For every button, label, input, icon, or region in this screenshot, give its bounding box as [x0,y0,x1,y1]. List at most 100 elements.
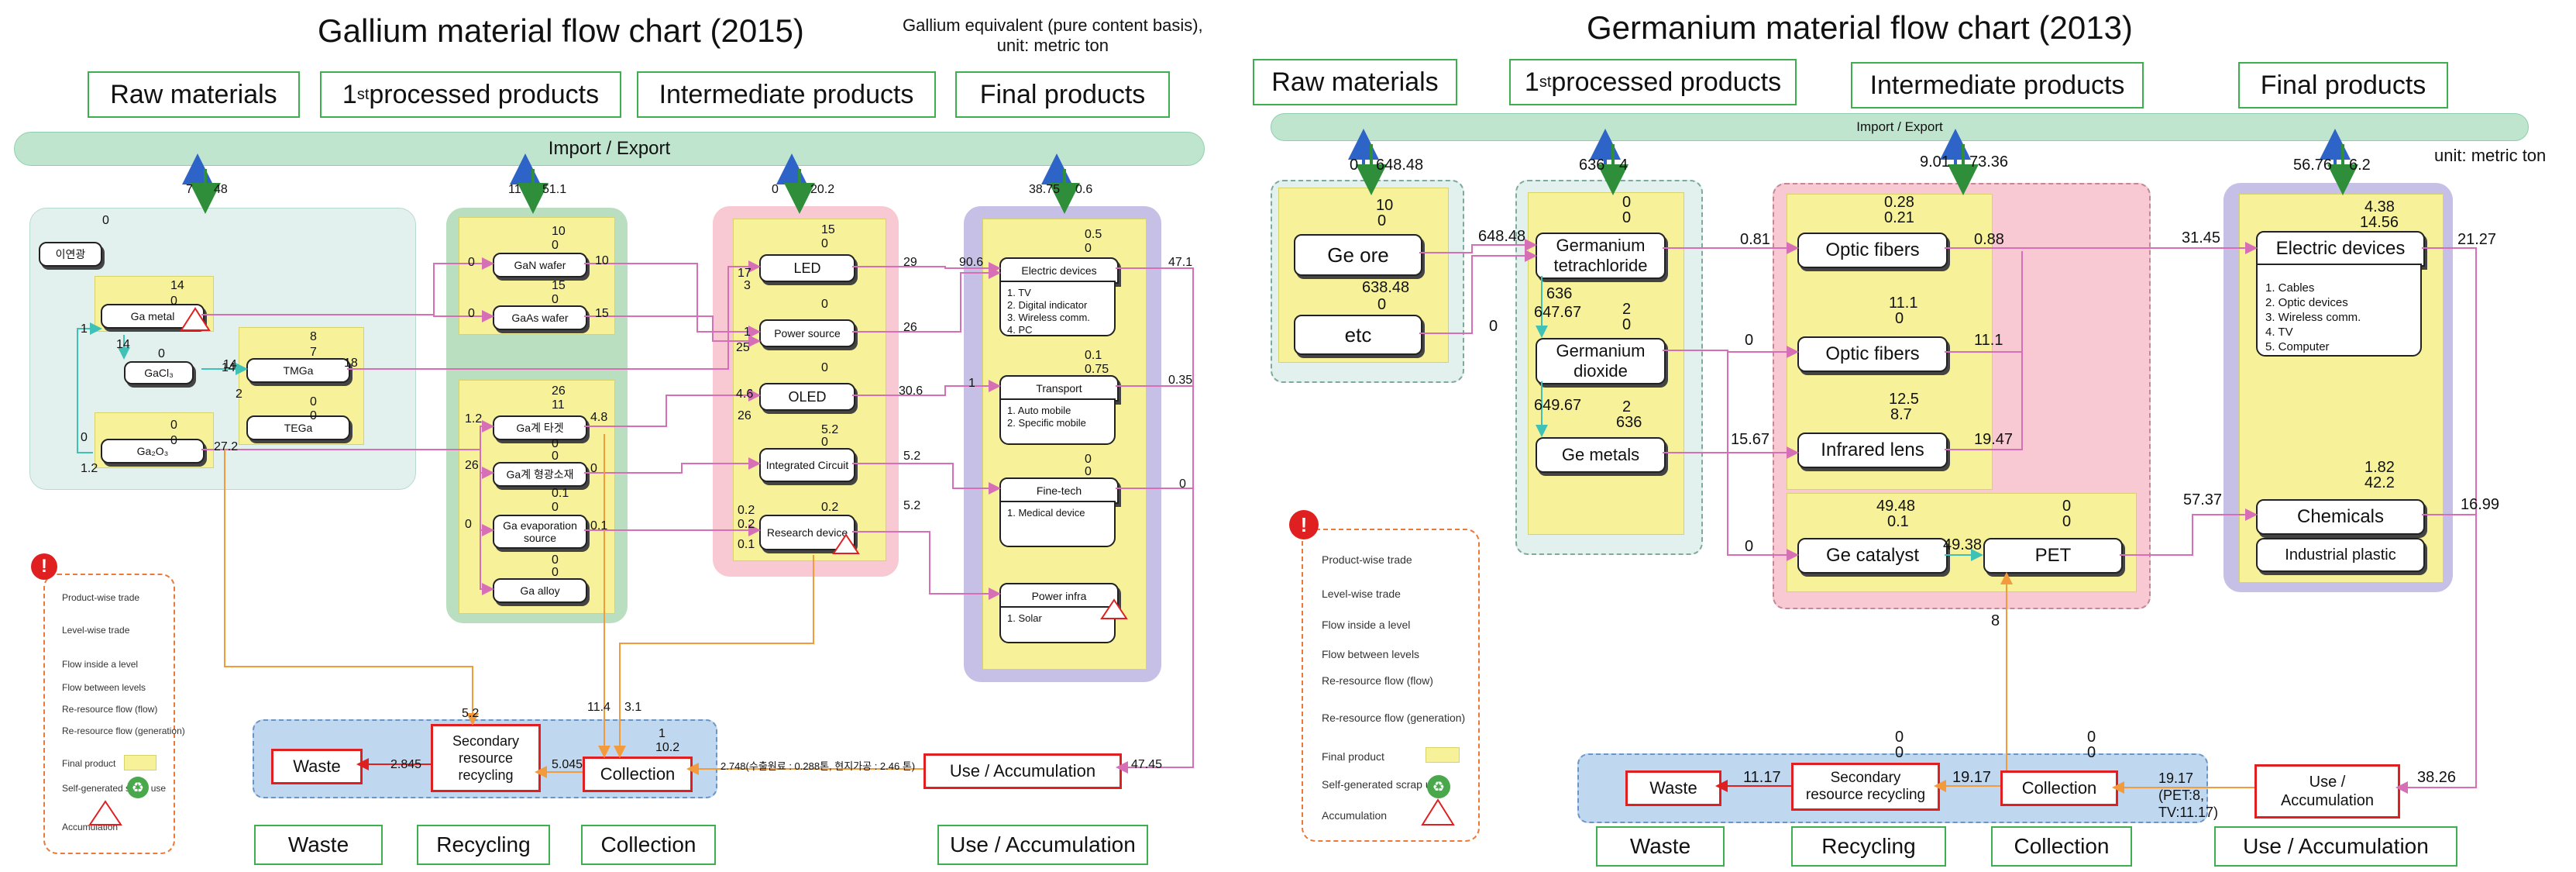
ga-inter-v7: 0 [821,361,828,374]
ga-final-v10: 0 [1179,477,1186,491]
ga-raw-v4: 0 [158,347,165,360]
ge-final-v3: 21.27 [2457,231,2497,248]
ga-node-led[interactable]: LED [759,254,855,282]
ge-cat-final: Final products [2238,62,2448,109]
ga-legend-item-8: Accumulation [62,822,119,832]
ge-inter-v12: 49.48 [1876,498,1916,515]
ga-node-gaas-wafer[interactable]: GaAs wafer [493,305,587,330]
ga-node-power-source[interactable]: Power source [759,319,855,347]
ge-legend-final-swatch [1426,747,1460,763]
ga-box-waste[interactable]: Waste [271,749,363,784]
ge-node-optic-fibers-2[interactable]: Optic fibers [1797,336,1948,372]
ga-legend-item-0: Product-wise trade [62,592,140,603]
ga-node-ga-alloy[interactable]: Ga alloy [493,578,587,603]
ga-node-integrated-circuit[interactable]: Integrated Circuit [759,448,855,482]
ga-wafer-v1: 0 [552,239,559,252]
ga-node-ga-evaporation[interactable]: Ga evaporation source [493,515,587,549]
ga-inter-v9: 26 [738,409,751,422]
ge-inter-v16: 0 [2062,498,2072,515]
ge-node-optic-fibers-1[interactable]: Optic fibers [1797,233,1948,268]
ge-legend [1302,529,1480,842]
ga-inter-v19: 5.2 [903,450,921,463]
ga-node-research-device[interactable]: Research device [759,515,855,550]
ga-bottom-v-use: 47.45 [1131,758,1163,771]
ga-trade-first-in: 11 [508,183,521,196]
ge-bottom-r0a: 0 [1895,729,1904,746]
ge-node-infrared-lens[interactable]: Infrared lens [1797,433,1948,468]
ga-inter-v4: 1 [744,326,751,339]
ga-first-v4: 2 [236,388,242,401]
ga-target-v7: 0 [590,462,597,475]
ga-node-ga2o3[interactable]: Ga₂O₃ [101,439,205,464]
ge-inter-v11: 19.47 [1974,431,2014,448]
ga-target-v1: 11 [552,398,565,412]
ga-target-v0: 26 [552,384,566,398]
ga-inter-v11: 0 [821,436,828,449]
ge-trade-final-in: 56.76 [2293,157,2333,174]
ga-legend-item-3: Flow between levels [62,682,146,693]
ge-node-dioxide[interactable]: Germanium dioxide [1536,338,1666,384]
ge-final-v2: 31.45 [2182,229,2221,246]
ge-node-industrial-plastic[interactable]: Industrial plastic [2256,538,2425,572]
ga-bottom-v-c: 3.1 [624,701,642,714]
ge-node-electric-devices[interactable]: Electric devices [2256,231,2425,267]
ga-target-v13: 0 [552,566,559,579]
ga-node-oled[interactable]: OLED [759,383,855,411]
ga-final-v0: 0.5 [1085,228,1102,241]
ga-final-v2: 90.6 [959,256,984,269]
ga-first-v0: 8 [310,330,317,343]
ga-target-v4: 0 [552,437,559,450]
ga-node-ga-target[interactable]: Ga계 타겟 [493,415,587,440]
ga-node-power-infra[interactable]: Power infra [999,583,1119,609]
ga-node-gacl3[interactable]: GaCl₃ [124,361,194,384]
ge-box-use[interactable]: Use /Accumulation [2254,764,2400,819]
ge-inter-v15: 49.38 [1943,536,1983,553]
ge-inter-v0: 0.28 [1884,194,1914,211]
ge-label-collection: Collection [1991,826,2132,867]
ge-box-waste[interactable]: Waste [1625,770,1721,806]
ge-inter-v2: 0.81 [1740,231,1770,248]
ga-legend-item-2: Flow inside a level [62,659,139,670]
ge-inter-v5: 0 [1895,310,1904,327]
ga-inter-v14: 0.1 [738,538,755,551]
ge-node-chemicals[interactable]: Chemicals [2256,499,2425,535]
ga-node-tega[interactable]: TEGa [246,415,350,440]
ge-node-pet[interactable]: PET [1983,538,2123,574]
ge-node-tetrachloride[interactable]: Germanium tetrachloride [1536,233,1666,279]
ga-final-v11: 5.2 [903,499,921,512]
ga-first-v1: 7 [310,346,317,359]
ga-wafer-v0: 10 [552,225,566,238]
ge-node-ge-ore[interactable]: Ge ore [1294,234,1422,276]
ga-wafer-v3: 10 [595,254,609,267]
ga-node-ga-metal[interactable]: Ga metal [101,304,205,329]
ge-legend-item-4: Re-resource flow (flow) [1322,674,1433,687]
ga-node-ga-phosphor[interactable]: Ga계 형광소재 [493,462,587,487]
ge-node-ge-catalyst[interactable]: Ge catalyst [1797,538,1948,574]
ga-box-collection[interactable]: Collection [583,757,693,792]
ga-node-tmga[interactable]: TMGa [246,358,350,383]
ge-legend-item-3: Flow between levels [1322,648,1420,660]
ga-inter-v3: 3 [744,279,751,292]
ge-bottom-c0a: 0 [2087,729,2096,746]
ga-node-raw-ore[interactable]: 이연광 [39,242,102,267]
ga-node-electric-devices[interactable]: Electric devices [999,257,1119,284]
ga-trade-arrows [182,153,1080,214]
ga-box-use[interactable]: Use / Accumulation [923,753,1122,789]
ge-raw-v2: 638.48 [1362,279,1410,296]
ga-inter-v8: 4.6 [736,388,754,401]
ge-inter-v8: 12.5 [1889,391,1919,408]
ga-node-transport[interactable]: Transport [999,375,1119,402]
ge-node-ge-metals[interactable]: Ge metals [1536,437,1666,473]
ga-node-fine-tech[interactable]: Fine-tech [999,477,1119,504]
ge-legend-recycle-icon: ♻ [1427,775,1450,798]
ga-node-gan-wafer[interactable]: GaN wafer [493,253,587,277]
ge-box-collection[interactable]: Collection [2000,770,2118,806]
ge-node-etc[interactable]: etc [1294,315,1422,355]
ge-raw-v1: 0 [1377,212,1387,229]
ge-bottom-v-waste: 11.17 [1743,769,1781,786]
ge-inter-v7: 11.1 [1974,332,2003,349]
